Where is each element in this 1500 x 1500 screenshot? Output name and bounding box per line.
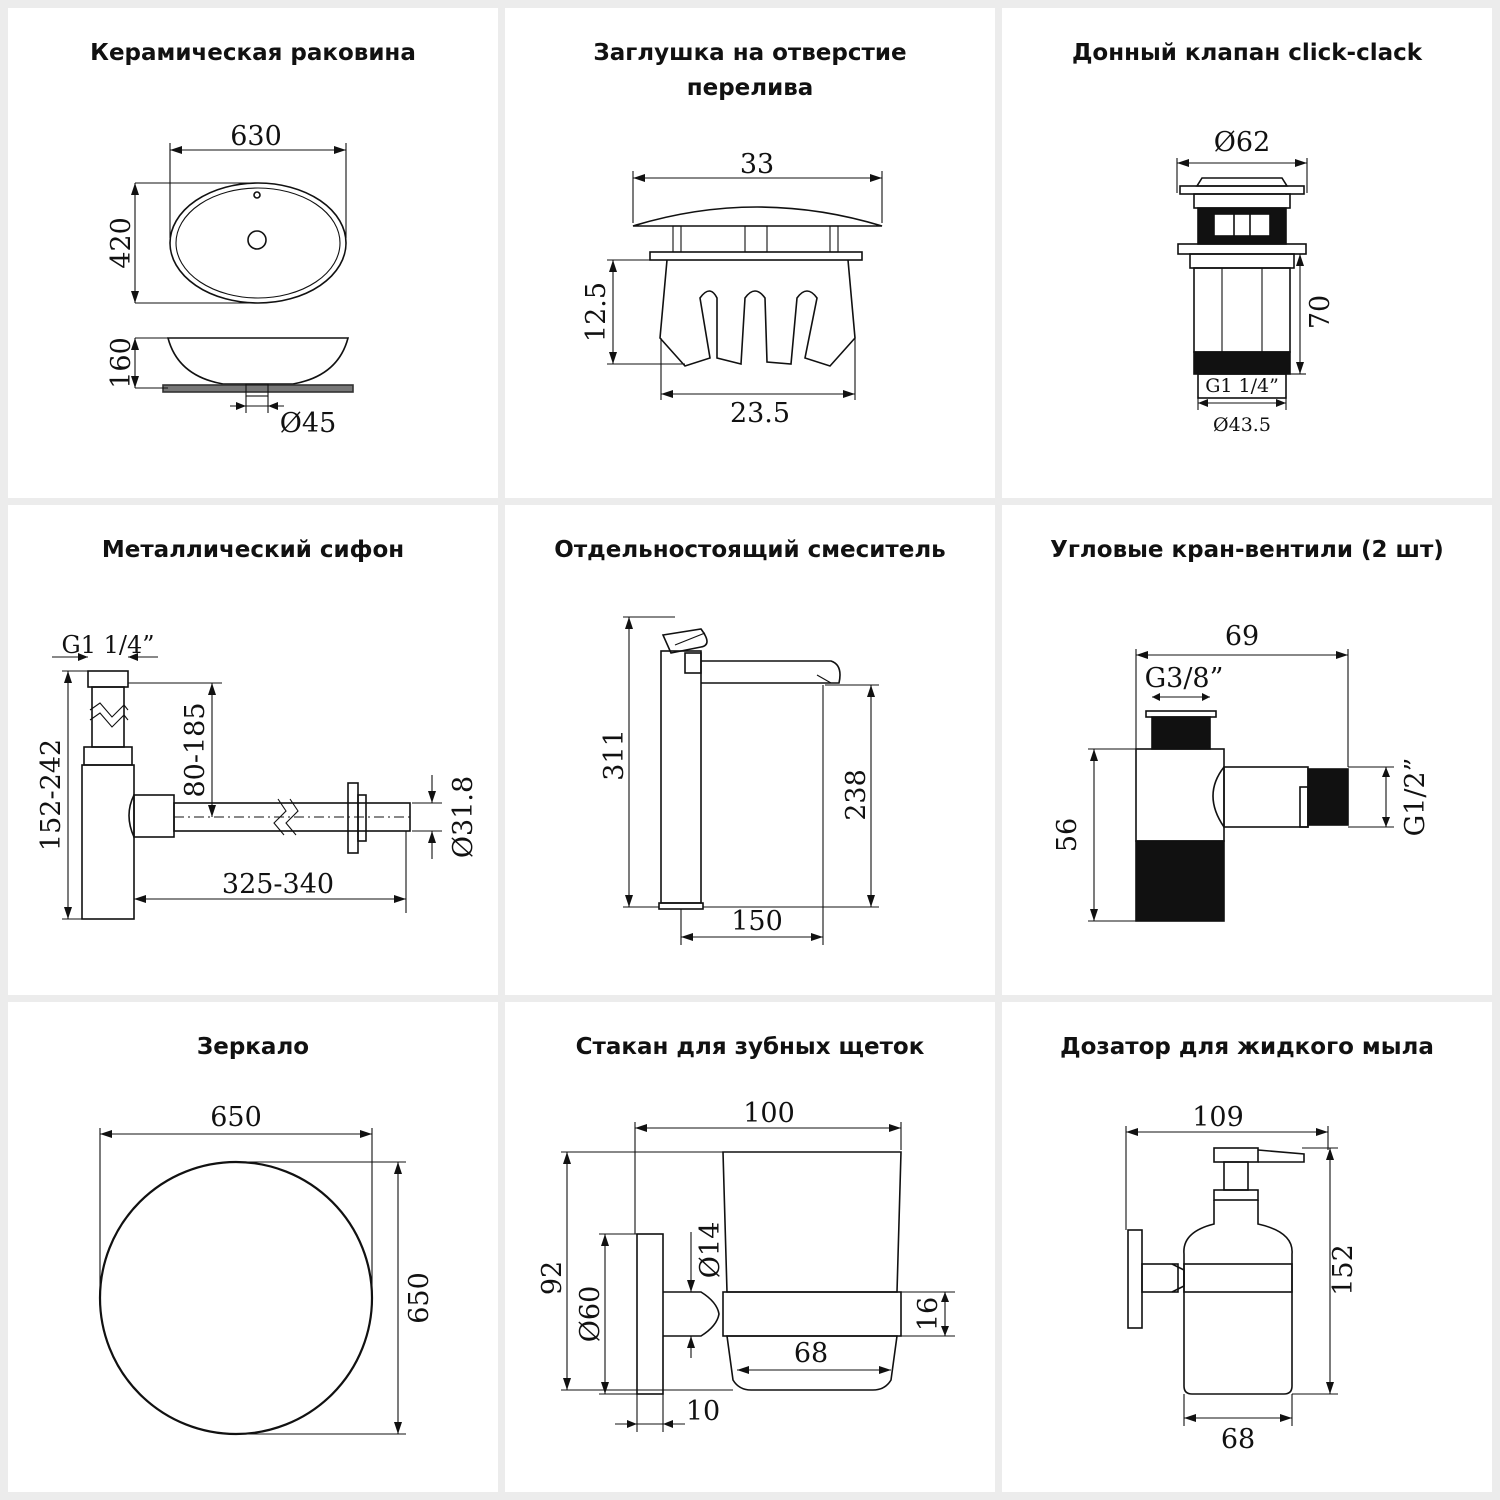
panel-angle-valves: Угловые кран-вентили (2 шт) 69 G3/8” 56	[1002, 505, 1492, 995]
siphon-drawing: G1 1/4” 152-242 80-185	[36, 631, 479, 920]
basin-top-inner	[175, 187, 341, 299]
panel-title: Донный клапан click-clack	[1071, 40, 1423, 66]
panel-metal-siphon: Металлический сифон G1 1/4” 152-242	[8, 505, 498, 995]
overflow-cap-drawing: 33 12.5 23.5	[581, 149, 883, 429]
dispenser-bottle	[1183, 1200, 1293, 1395]
panel-toothbrush-glass: Стакан для зубных щеток 100 92 Ø60	[505, 1002, 995, 1492]
dim-height: 650	[404, 1272, 435, 1324]
dim-total-height: 311	[599, 729, 630, 781]
dim-outer: Ø43.5	[1213, 414, 1271, 436]
dim-width: 100	[743, 1098, 795, 1129]
dim-inlet: G3/8”	[1145, 663, 1224, 694]
dim-length: 325-340	[222, 869, 334, 900]
panel-title: Заглушка на отверстие перелива	[593, 40, 907, 101]
dim-width: 109	[1192, 1102, 1244, 1133]
mixer-spout	[701, 660, 841, 684]
dim-ring: 16	[913, 1297, 944, 1331]
panel-title: Зеркало	[196, 1034, 310, 1060]
cap-dome	[632, 206, 883, 227]
dim-top: 33	[740, 149, 774, 180]
valve-body	[1135, 748, 1225, 842]
dim-drop: 80-185	[180, 702, 211, 797]
dim-height: 160	[106, 337, 137, 389]
cap-ring	[649, 251, 863, 261]
dim-width: 650	[210, 1102, 262, 1133]
dim-length: 69	[1225, 621, 1259, 652]
panel-mixer: Отдельностоящий смеситель 311 238 150	[505, 505, 995, 995]
mixer-drawing: 311 238 150	[599, 616, 879, 945]
dim-width: 630	[230, 121, 282, 152]
dim-height: 70	[1305, 295, 1336, 329]
wall-plate	[636, 1233, 664, 1395]
panel-click-clack-drain: Донный клапан click-clack Ø62 G1 1/4” Ø4…	[1002, 8, 1492, 498]
basin-top-outline	[169, 182, 347, 304]
glass	[722, 1151, 902, 1293]
dim-height: 152-242	[36, 739, 67, 851]
dim-height: 12.5	[581, 282, 612, 342]
drain-valve-drawing: Ø62 G1 1/4” Ø43.5 70	[1176, 127, 1336, 436]
siphon-bottle	[81, 764, 135, 920]
cap-claws	[659, 259, 856, 367]
panel-title: Отдельностоящий смеситель	[554, 537, 946, 563]
panel-mirror: Зеркало 650 650	[8, 1002, 498, 1492]
dim-reach: 150	[731, 906, 783, 937]
panel-title: Угловые кран-вентили (2 шт)	[1050, 537, 1444, 563]
dim-glass: 68	[794, 1338, 828, 1369]
dim-rod: Ø14	[695, 1222, 726, 1279]
pump-head	[1213, 1147, 1259, 1163]
basin-side-outline	[166, 337, 350, 385]
panel-title: Дозатор для жидкого мыла	[1060, 1034, 1434, 1060]
holder-ring	[722, 1291, 902, 1337]
dim-pipe: Ø31.8	[448, 776, 479, 858]
dim-thread: G1 1/4”	[1205, 375, 1279, 397]
dim-bottom: 23.5	[730, 398, 790, 429]
glass-holder-drawing: 100 92 Ø60 Ø14 16	[537, 1098, 955, 1432]
panel-ceramic-basin: Керамическая раковина 630 420 Ø45	[8, 8, 498, 498]
dim-base: Ø60	[575, 1286, 606, 1343]
dim-height: 56	[1052, 818, 1083, 852]
angle-valve-drawing: 69 G3/8” 56 G1/2”	[1052, 621, 1431, 922]
drain-cap	[1195, 177, 1289, 187]
basin-drawing: 630 420 Ø45 160	[106, 121, 354, 439]
valve-handle	[1135, 840, 1225, 922]
dispenser-drawing: 109 152 68	[1125, 1102, 1359, 1455]
drain-body	[1193, 267, 1291, 353]
mixer-body	[660, 650, 702, 904]
dim-height: 152	[1328, 1244, 1359, 1296]
wall-plate	[1127, 1229, 1143, 1329]
panel-title: Керамическая раковина	[90, 40, 416, 66]
dim-spout-height: 238	[841, 769, 872, 821]
panel-title: Стакан для зубных щеток	[575, 1034, 925, 1060]
dim-thread: G1 1/4”	[62, 631, 155, 659]
basin-drain-hole	[247, 230, 267, 250]
dim-depth: 420	[106, 217, 137, 269]
dim-height: 92	[537, 1261, 568, 1295]
basin-countertop	[162, 384, 354, 393]
dim-outlet: G1/2”	[1400, 758, 1431, 837]
dim-drain: Ø45	[280, 408, 337, 439]
mixer-handle	[661, 628, 708, 654]
dim-plate: 10	[686, 1396, 720, 1427]
basin-overflow	[253, 191, 261, 199]
mirror-drawing: 650 650	[98, 1102, 435, 1436]
dim-body: 68	[1221, 1424, 1255, 1455]
mirror-outline	[98, 1160, 374, 1436]
panel-title: Металлический сифон	[101, 537, 405, 563]
dim-cap: Ø62	[1214, 127, 1271, 158]
panel-overflow-cap: Заглушка на отверстие перелива 33 12.5 2…	[505, 8, 995, 498]
panel-soap-dispenser: Дозатор для жидкого мыла 109 152 68	[1002, 1002, 1492, 1492]
